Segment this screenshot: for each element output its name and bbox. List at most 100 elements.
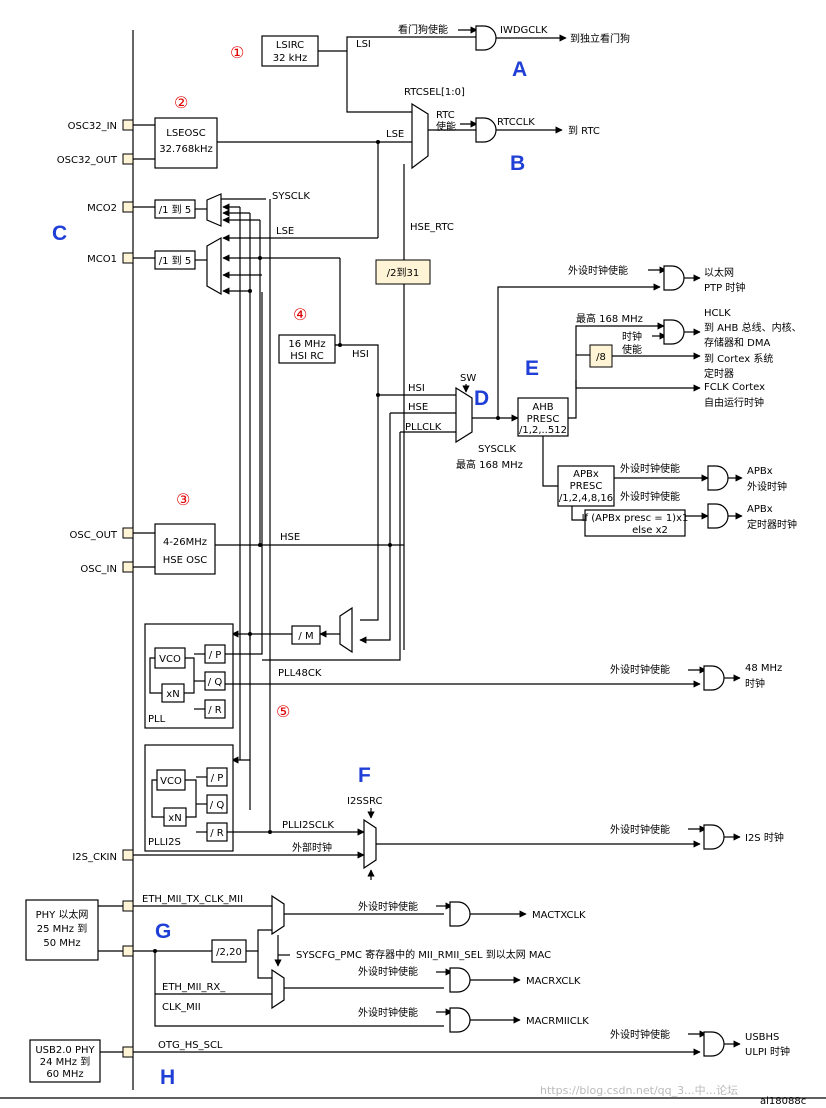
eth-ptp-and-gate (663, 265, 685, 291)
sysclk-sw-mux (455, 386, 473, 444)
iwdgclk-label: IWDGCLK (500, 25, 548, 36)
region-e-label: E (525, 357, 539, 380)
apbx-label-1: APBx (573, 469, 599, 480)
hsi-main-wire (335, 344, 379, 621)
iwdg-and-gate (475, 25, 497, 51)
hsi-sw-node (376, 393, 380, 397)
marker-5: ⑤ (276, 702, 290, 721)
hsi-node (338, 343, 342, 347)
i2s-ckin-pin (122, 849, 134, 861)
sysclk-to-eth-ptp (497, 283, 661, 418)
marker-4: ④ (293, 305, 307, 324)
sw-hse-label: HSE (408, 402, 428, 413)
plli2sclk-label: PLLI2SCLK (282, 820, 334, 831)
region-a-label: A (512, 58, 527, 81)
region-c-label: C (52, 222, 67, 245)
plli2s-node (268, 830, 272, 834)
sysclk-max-label-2: 最高 168 MHz (456, 458, 523, 471)
plli2s-r-label: / R (210, 828, 224, 839)
i2s-ckin-label: I2S_CKIN (72, 852, 117, 863)
pllp-to-sw (262, 635, 401, 661)
rtcsel-label: RTCSEL[1:0] (404, 87, 465, 98)
mco1-div-label: /1 到 5 (159, 255, 191, 267)
hsirc-block (278, 334, 336, 364)
hsirc-label-2: HSI RC (290, 351, 323, 362)
apbx-timer-en-label: 外设时钟使能 (620, 490, 680, 503)
hsi-up-wire (335, 258, 341, 346)
osc32-out-pin (122, 153, 134, 165)
eth-tx-label: ETH_MII_TX_CLK_MII (142, 894, 243, 905)
to-cortex-label-2: 定时器 (704, 367, 734, 380)
apbx-presc-block (557, 465, 615, 507)
feeder-node-2 (248, 289, 252, 293)
region-d-label: D (474, 387, 489, 410)
phy-eth-label-1: PHY 以太网 (36, 908, 89, 921)
lsi-wire (318, 36, 480, 52)
hse-rtc-label: HSE_RTC (410, 222, 454, 233)
ext-clk-label: 外部时钟 (292, 841, 332, 854)
pllp-up (225, 292, 263, 655)
i2s-en-label: 外设时钟使能 (610, 823, 670, 836)
plli2s-vco-label: VCO (160, 776, 182, 787)
eth-rx-to-rmii (154, 951, 444, 1027)
hclk-and-gate (663, 319, 685, 345)
i2ssrc-label: I2SSRC (347, 796, 382, 807)
div-220-label: /2,20 (216, 947, 242, 958)
hseosc-block (154, 523, 216, 575)
pll48-en-label: 外设时钟使能 (610, 663, 670, 676)
lseosc-block (154, 117, 218, 169)
phy-eth-label-3: 50 MHz (43, 938, 80, 949)
region-b-label: B (510, 152, 525, 175)
ahb-label-1: AHB (532, 402, 553, 413)
region-f-label: F (358, 764, 371, 787)
rtc-mux (411, 102, 429, 170)
plli2s-p-label: / P (211, 773, 224, 784)
mco-lse-label: LSE (276, 226, 294, 237)
div-to-txmux (246, 929, 272, 952)
hclk-max-label: 最高 168 MHz (576, 312, 643, 325)
rtc-enable-label-1: RTC (436, 110, 455, 121)
apbx-label-2: PRESC (570, 481, 603, 492)
i2s-mux (363, 818, 377, 870)
pll-label: PLL (148, 714, 166, 725)
apbx-timer-label-1: APBx (747, 504, 773, 515)
region-h-label: H (160, 1066, 175, 1089)
marker-3: ③ (176, 490, 190, 509)
fclk-arrow (575, 380, 701, 392)
clk-en-label-1: 时钟 (622, 330, 642, 343)
lsirc-label-1: LSIRC (276, 40, 304, 51)
eth-rx-label-1: ETH_MII_RX_ (162, 982, 226, 993)
pll-r-label: / R (208, 705, 222, 716)
to-iwdg-label: 到独立看门狗 (570, 32, 630, 45)
hse-label: HSE (280, 532, 300, 543)
mco2-div-label: /1 到 5 (159, 204, 191, 216)
eth-rx-label-2: CLK_MII (162, 1002, 201, 1013)
plli2s-xn-label: xN (168, 813, 181, 824)
plli2s-q-label: / Q (210, 800, 225, 811)
phy-usb-label-2: 24 MHz 到 (40, 1056, 90, 1068)
hsirc-label-1: 16 MHz (288, 339, 325, 350)
rtc-and-gate (475, 117, 497, 143)
macrmiiclk-label: MACRMIICLK (526, 1016, 589, 1027)
usbhs-gate (703, 1031, 725, 1057)
macrx-en-label: 外设时钟使能 (358, 965, 418, 978)
ahb-presc-block (517, 397, 569, 437)
eth-ptp-enable-label: 外设时钟使能 (568, 264, 628, 277)
usbhs-en-label: 外设时钟使能 (610, 1028, 670, 1041)
ahb-label-3: /1,2,..512 (519, 425, 567, 436)
macrxclk-label: MACRXCLK (526, 976, 581, 987)
feeder-node-1 (258, 256, 262, 260)
sw-hsi-label: HSI (408, 383, 425, 394)
hse-node-1 (258, 543, 262, 547)
hclk-label-1: HCLK (704, 308, 731, 319)
sw-label: SW (460, 373, 476, 384)
rtc-enable-label-2: 使能 (436, 120, 456, 133)
pll48-gate (703, 665, 725, 691)
eth-rx-pin (122, 945, 134, 957)
marker-1: ① (230, 43, 244, 62)
osc-out-label: OSC_OUT (70, 530, 118, 541)
osc-in-pin (122, 561, 134, 573)
pll-q-label: / Q (208, 677, 223, 688)
mhz48-label-2: 时钟 (745, 677, 765, 690)
marker-2: ② (174, 93, 188, 112)
